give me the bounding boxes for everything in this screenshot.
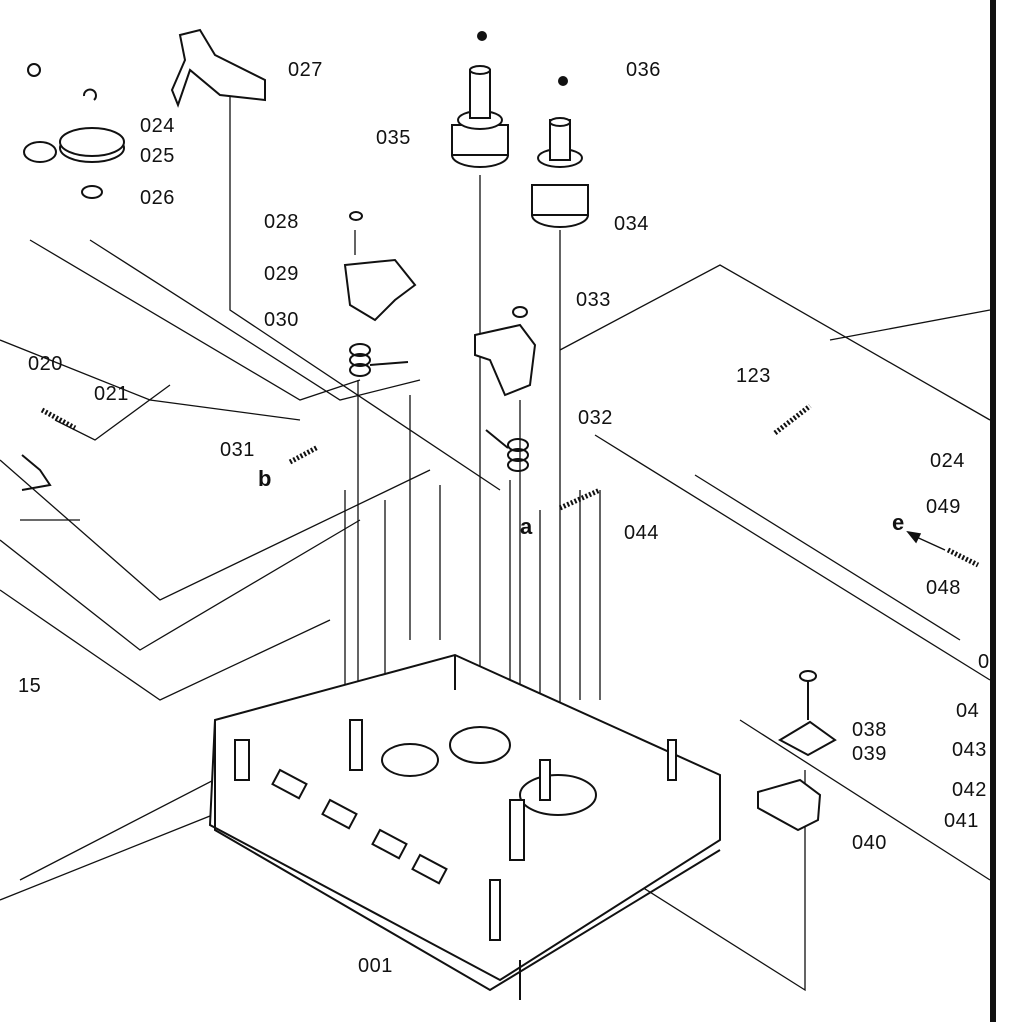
washer-part-026 (81, 185, 103, 199)
block-part-033 (474, 323, 537, 397)
label-049: 049 (926, 496, 961, 518)
label-035: 035 (376, 127, 411, 149)
spring-part-123 (773, 404, 812, 435)
label-043: 043 (952, 739, 987, 761)
label-041: 041 (944, 810, 979, 832)
spring-part-044 (558, 487, 602, 511)
reel-part-035 (451, 65, 509, 168)
label-04x: 04 (956, 700, 979, 722)
label-039: 039 (852, 743, 887, 765)
label-020: 020 (28, 353, 63, 375)
label-025: 025 (140, 145, 175, 167)
spring-part-048 (946, 547, 980, 568)
bracket-part-039 (777, 720, 837, 757)
lever-part-027 (170, 28, 266, 108)
left-edge-parts (21, 63, 57, 491)
spring-part-032 (485, 429, 529, 472)
label-038: 038 (852, 719, 887, 741)
label-b: b (258, 466, 272, 491)
label-036: 036 (626, 59, 661, 81)
page-edge-bar (990, 0, 996, 1022)
label-029: 029 (264, 263, 299, 285)
arrow-e (906, 530, 946, 551)
label-027: 027 (288, 59, 323, 81)
gear-part-025 (59, 127, 125, 163)
label-015: 15 (18, 675, 41, 697)
label-021: 021 (94, 383, 129, 405)
label-e: e (892, 510, 905, 535)
washer-part-036 (477, 31, 568, 86)
label-a: a (520, 514, 533, 539)
label-028: 028 (264, 211, 299, 233)
label-032: 032 (578, 407, 613, 429)
label-024-right: 024 (930, 450, 965, 472)
screw-part-028 (349, 211, 528, 318)
label-048: 048 (926, 577, 961, 599)
label-031: 031 (220, 439, 255, 461)
block-part-029 (343, 258, 417, 322)
screw-part-038 (799, 670, 817, 720)
label-026: 026 (140, 187, 175, 209)
label-040: 040 (852, 832, 887, 854)
clip-part-024 (83, 88, 97, 101)
switch-part-040 (757, 778, 822, 832)
label-042: 042 (952, 779, 987, 801)
label-034: 034 (614, 213, 649, 235)
reel-part-034 (531, 117, 589, 228)
label-030: 030 (264, 309, 299, 331)
label-033: 033 (576, 289, 611, 311)
label-044: 044 (624, 522, 659, 544)
spring-part-031 (288, 444, 320, 465)
label-001: 001 (358, 955, 393, 977)
spring-part-021 (40, 407, 77, 431)
chassis-part-001 (208, 653, 721, 1000)
label-123: 123 (736, 365, 771, 387)
label-0x: 0 (978, 651, 990, 673)
label-024: 024 (140, 115, 175, 137)
spring-part-030 (349, 343, 409, 377)
